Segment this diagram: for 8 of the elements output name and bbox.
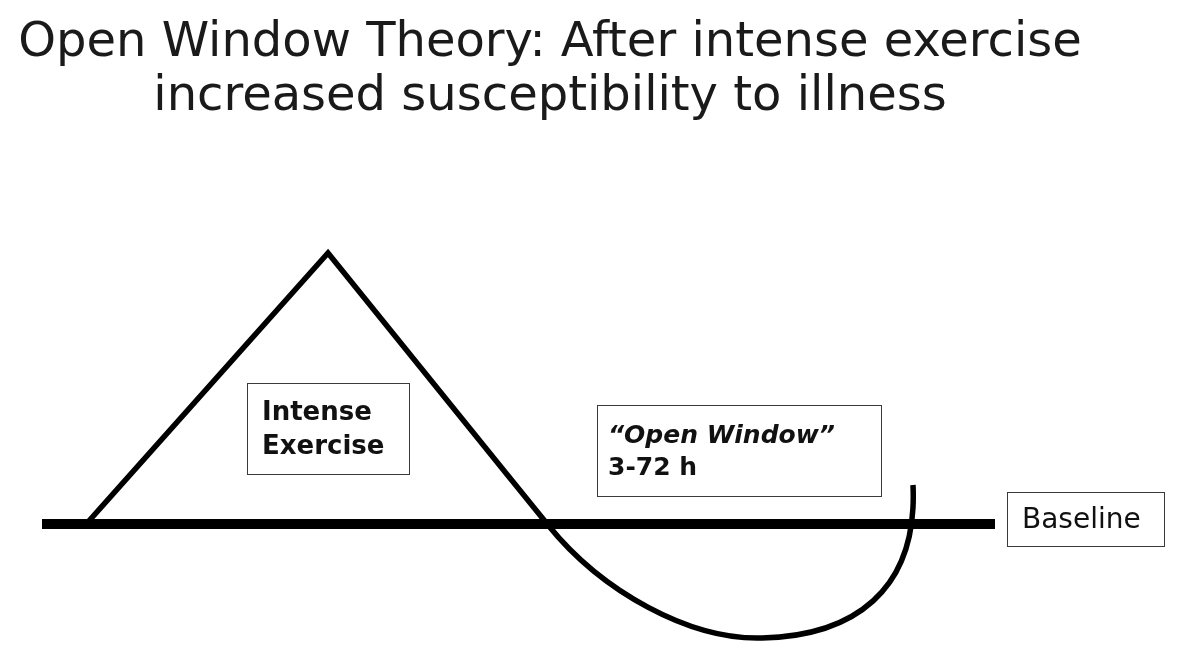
label-box <box>597 405 882 497</box>
box-text: 3-72 h <box>608 451 699 483</box>
label-box <box>247 383 410 475</box>
label-box <box>1007 492 1165 547</box>
box-heading: “Open Window” <box>608 418 836 451</box>
title: Open Window Theory: After intense exercise increased susceptibility to illness <box>17 12 1083 120</box>
box-text: Intense Exercise <box>262 395 385 462</box>
box-text: Baseline <box>1022 501 1142 538</box>
